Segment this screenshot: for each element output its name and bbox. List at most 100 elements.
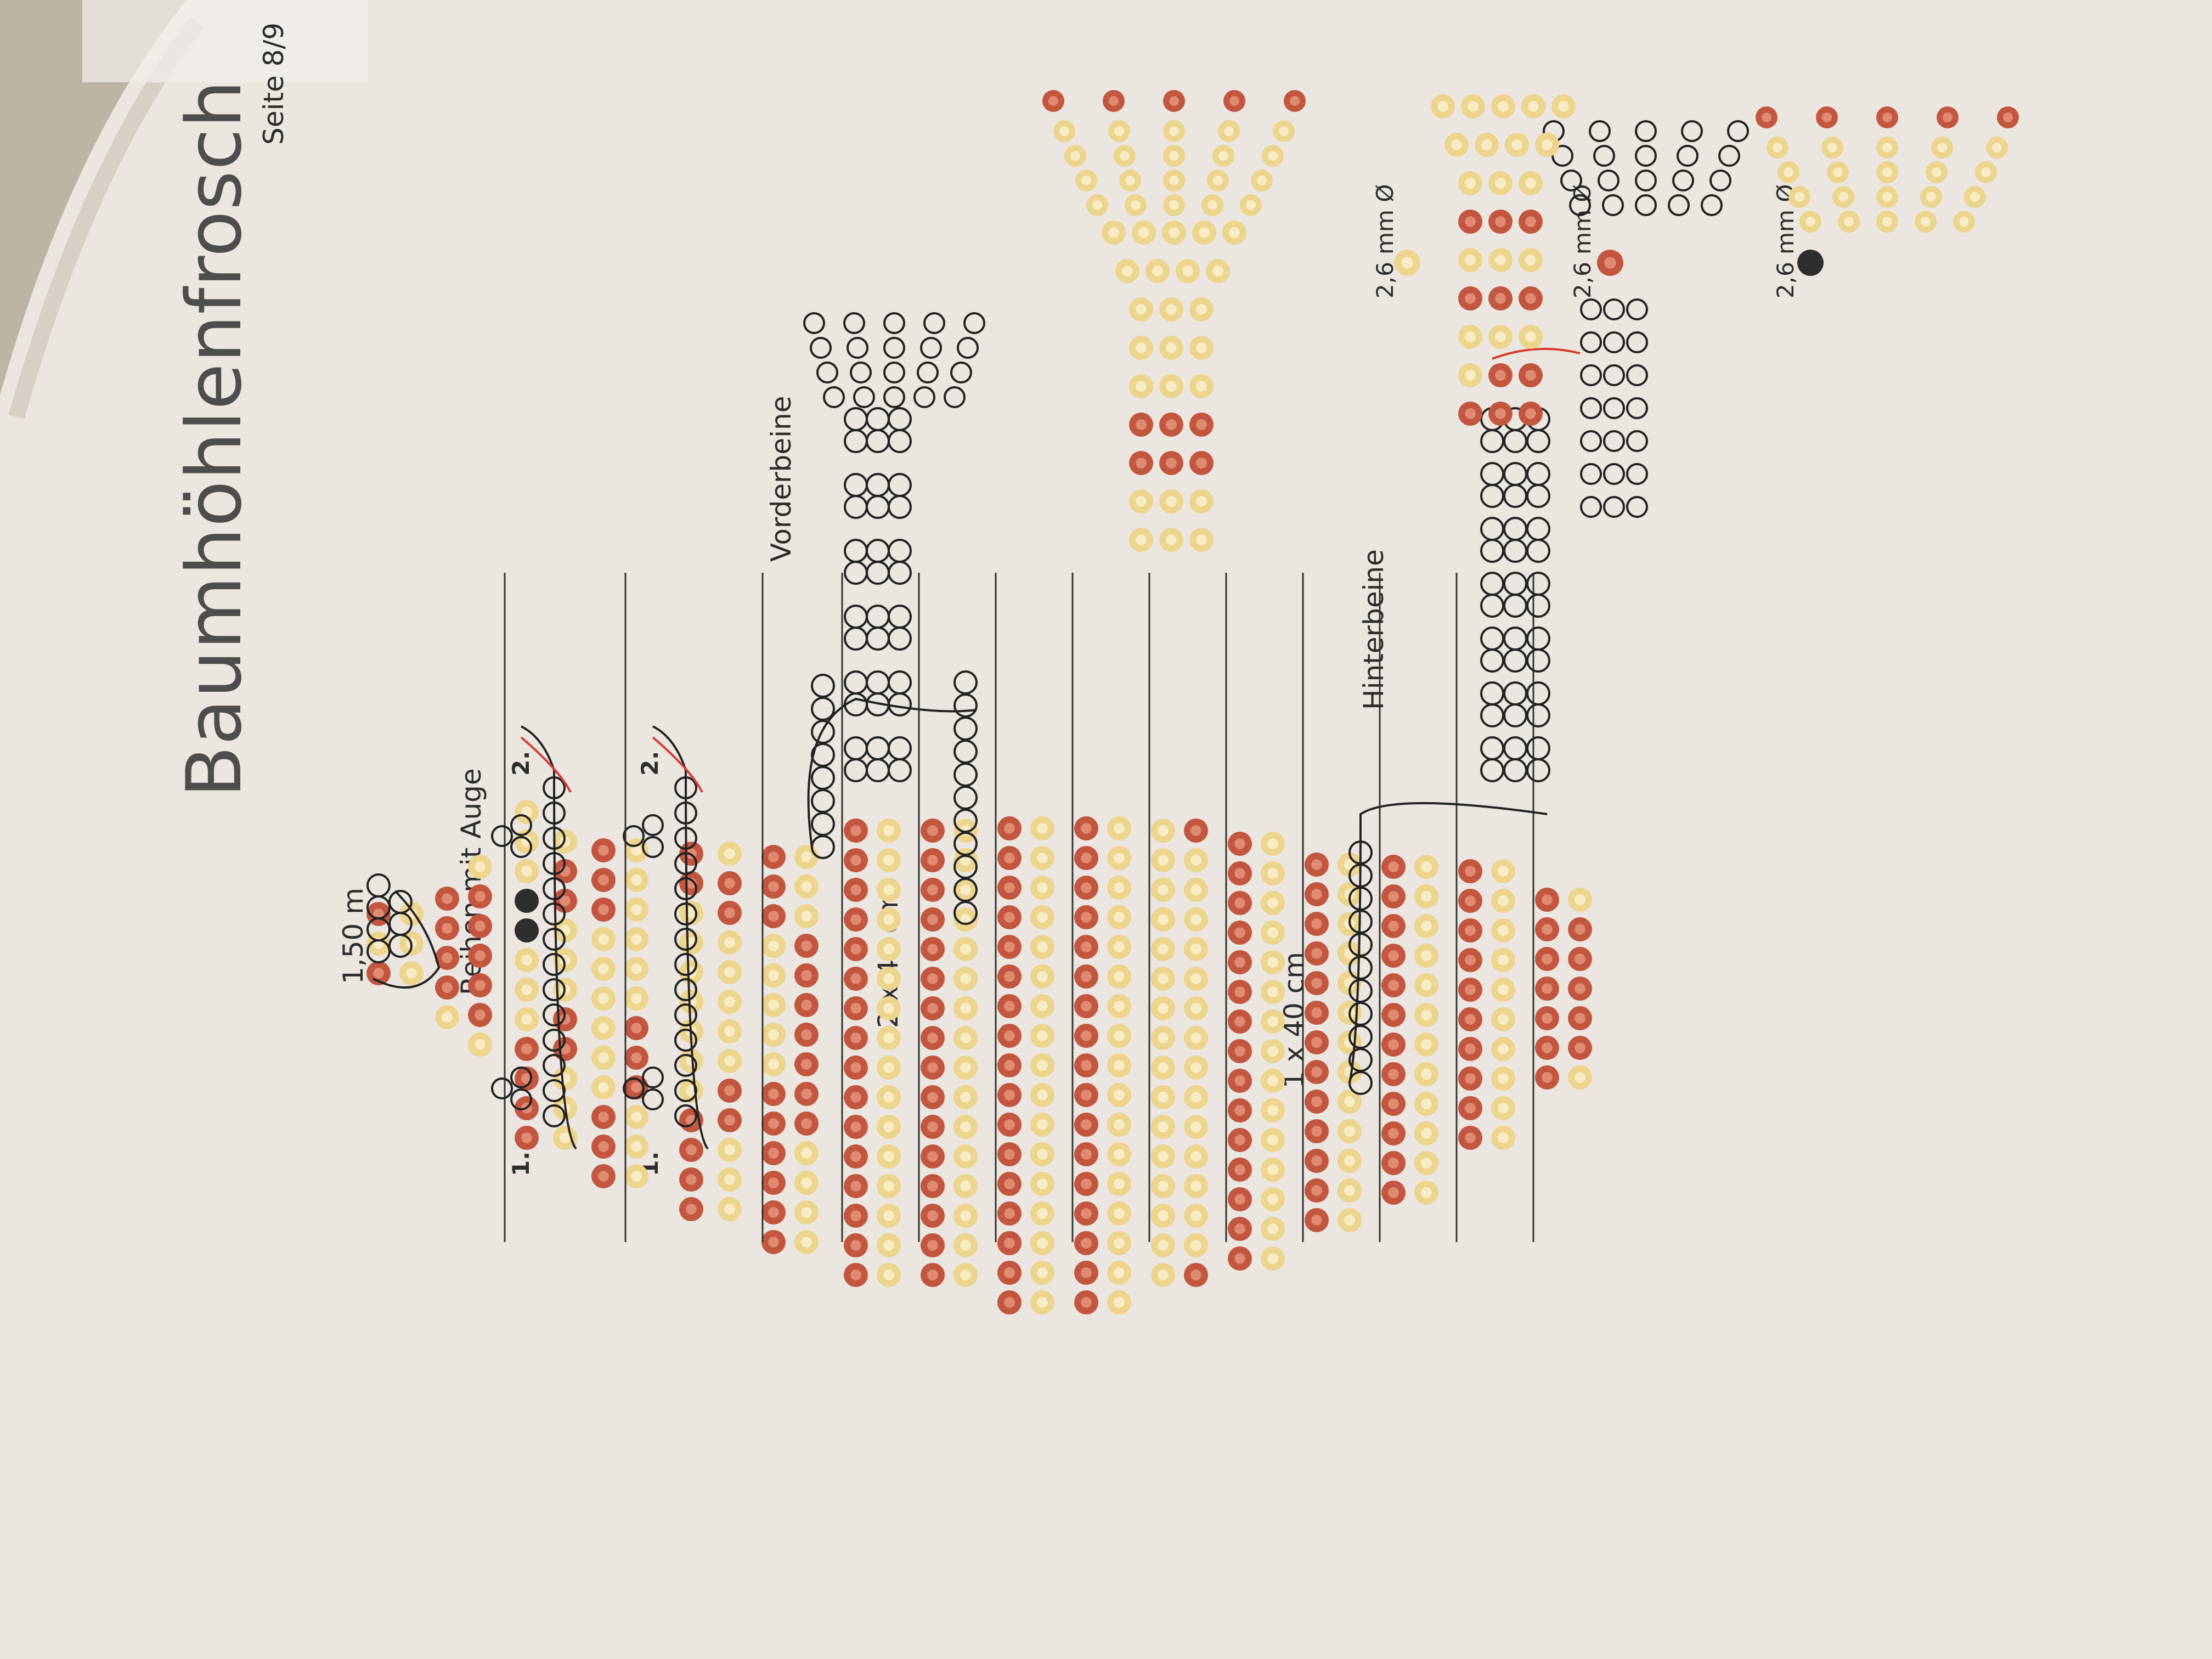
hind-foot-bead [1626, 463, 1648, 485]
red-bead [1458, 1096, 1482, 1120]
yellow-bead [1176, 259, 1200, 283]
yellow-bead [1568, 888, 1592, 912]
front-leg-bead [844, 407, 868, 431]
red-bead [997, 1083, 1022, 1107]
yellow-bead [1251, 170, 1273, 191]
hind-foot-bead [1626, 496, 1648, 518]
yellow-bead [1926, 161, 1948, 183]
red-bead [761, 1141, 786, 1165]
red-bead [435, 887, 459, 911]
red-bead [468, 914, 492, 938]
red-bead [1458, 889, 1482, 913]
yellow-bead [1064, 145, 1086, 167]
yellow-bead [1115, 259, 1139, 283]
red-bead [1223, 90, 1245, 112]
red-bead [997, 816, 1022, 840]
red-bead [1568, 917, 1592, 941]
hind-foot-bead [1626, 397, 1648, 419]
red-bead [1535, 1036, 1559, 1060]
red-bead [921, 937, 945, 961]
yellow-bead [1189, 374, 1214, 398]
yellow-bead [1986, 137, 2008, 159]
yellow-bead [1207, 170, 1229, 191]
hind-leg-bead [1526, 758, 1550, 782]
yellow-bead [1975, 161, 1997, 183]
front-leg-bead [866, 758, 890, 782]
eye-bead [642, 1066, 664, 1088]
red-bead [1458, 210, 1482, 234]
red-bead [435, 916, 459, 940]
red-bead [1228, 1039, 1252, 1063]
yellow-bead [679, 1079, 703, 1103]
red-bead [997, 1231, 1022, 1255]
yellow-bead [1030, 1083, 1054, 1107]
red-bead [591, 868, 616, 892]
red-bead [794, 934, 819, 958]
hind-leg-bead [1503, 462, 1527, 486]
red-bead [794, 963, 819, 988]
yellow-bead [1261, 1098, 1285, 1122]
yellow-bead [1876, 186, 1898, 208]
yellow-bead [1159, 336, 1183, 360]
yellow-bead [1151, 967, 1175, 991]
red-bead [1535, 947, 1559, 971]
red-bead [1535, 977, 1559, 1001]
red-bead [1458, 1007, 1482, 1031]
yellow-bead [1338, 1208, 1362, 1232]
yellow-bead [1184, 937, 1208, 961]
red-bead [1458, 1126, 1482, 1150]
yellow-bead [877, 937, 901, 961]
hind-leg-bead [1480, 517, 1504, 541]
yellow-bead [1151, 1085, 1175, 1109]
yellow-bead [1491, 859, 1515, 883]
hind-finger-bead [1727, 120, 1749, 142]
yellow-bead [1519, 171, 1543, 195]
yellow-bead [1151, 937, 1175, 961]
yellow-bead [1827, 161, 1849, 183]
yellow-bead [1129, 374, 1153, 398]
front-finger-bead [957, 337, 979, 359]
hind-finger-bead [1635, 194, 1657, 216]
yellow-bead [1129, 489, 1153, 514]
yellow-bead [877, 1233, 901, 1257]
yellow-bead [1505, 133, 1529, 157]
yellow-bead [1151, 1233, 1175, 1257]
red-bead [1042, 90, 1064, 112]
red-bead [1381, 855, 1406, 879]
hind-foot-bead [1626, 430, 1648, 452]
yellow-bead [1461, 94, 1485, 119]
hind-leg-bead [1503, 627, 1527, 651]
yellow-bead [1767, 137, 1788, 159]
yellow-bead [1261, 1009, 1285, 1034]
red-bead [921, 907, 945, 932]
red-bead [1228, 861, 1252, 885]
yellow-bead [1491, 918, 1515, 943]
red-bead [1074, 816, 1098, 840]
yellow-bead [1107, 935, 1131, 959]
red-bead [761, 1200, 786, 1224]
yellow-bead [1261, 1187, 1285, 1211]
hind-leg-thread [1348, 802, 1548, 1084]
front-thread-bead [811, 766, 835, 790]
front-leg-bead [866, 429, 890, 453]
red-bead [1488, 286, 1513, 311]
yellow-bead [1551, 94, 1576, 119]
hind-finger-bead [1635, 145, 1657, 167]
yellow-bead [953, 1085, 978, 1109]
yellow-bead [1261, 1246, 1285, 1271]
eye-row-2-bead [674, 1029, 697, 1052]
yellow-bead [1184, 848, 1208, 872]
yellow-bead [953, 1174, 978, 1198]
red-bead [1228, 1069, 1252, 1093]
hind-leg-bead [1503, 681, 1527, 706]
yellow-bead [1521, 94, 1545, 119]
red-bead [921, 996, 945, 1020]
yellow-bead [1414, 1092, 1438, 1116]
yellow-bead [624, 868, 648, 892]
front-finger-bead [913, 386, 935, 408]
red-bead [794, 1111, 819, 1136]
yellow-bead [679, 930, 703, 955]
yellow-bead [1107, 964, 1131, 989]
yellow-bead [1151, 1174, 1175, 1198]
red-bead [1074, 1083, 1098, 1107]
